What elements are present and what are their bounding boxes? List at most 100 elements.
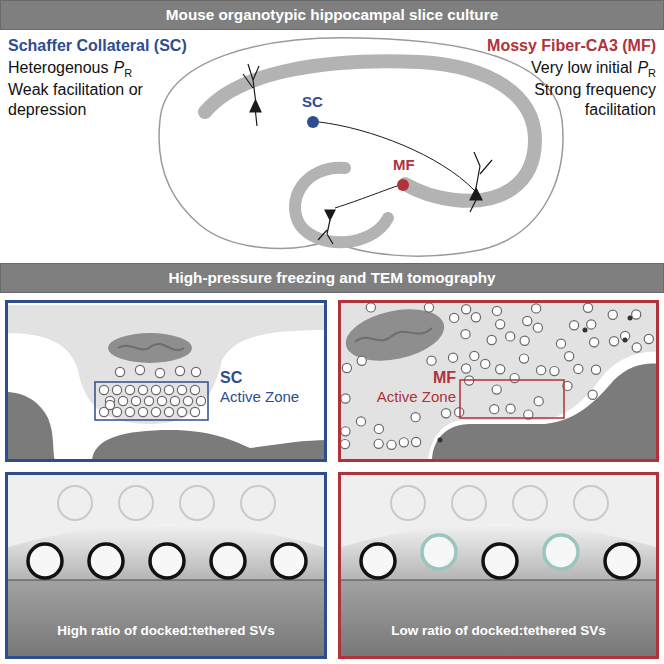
synaptic-vesicle (138, 407, 147, 416)
synaptic-vesicle (340, 440, 349, 449)
synaptic-vesicle (190, 407, 199, 416)
synaptic-vesicle (450, 313, 459, 322)
distal-vesicle (58, 486, 92, 520)
synaptic-vesicle (190, 385, 199, 394)
synaptic-vesicle (590, 338, 599, 347)
synaptic-vesicle (506, 332, 515, 341)
synaptic-vesicle (170, 396, 179, 405)
dense-core-vesicle (628, 316, 633, 321)
panel-heading: MF (433, 369, 456, 387)
synaptic-vesicle (374, 439, 383, 448)
synaptic-vesicle (487, 335, 496, 344)
hippocampus-slice (159, 38, 563, 256)
synaptic-vesicle (533, 323, 542, 332)
synaptic-vesicle (125, 407, 134, 416)
synaptic-vesicle (520, 336, 529, 345)
section-header: Mouse organotypic hippocampal slice cult… (0, 0, 664, 30)
synaptic-vesicle (155, 368, 164, 377)
synaptic-vesicle (536, 366, 545, 375)
distal-vesicle (574, 486, 608, 520)
synaptic-vesicle (532, 304, 541, 313)
synaptic-vesicle (366, 303, 375, 312)
docked-vesicle (272, 544, 306, 578)
docked-vesicle (605, 544, 639, 578)
text-line: Strong frequency facilitation (506, 80, 656, 120)
synaptic-vesicle (470, 351, 479, 360)
synaptic-vesicle (118, 396, 127, 405)
synaptic-vesicle (471, 313, 480, 322)
dense-core-vesicle (438, 438, 443, 443)
text-line: MF (393, 155, 415, 175)
synaptic-vesicle (112, 385, 121, 394)
synaptic-vesicle (399, 438, 408, 447)
dense-core-vesicle (623, 338, 628, 343)
pathway-label: MF (393, 156, 415, 173)
synaptic-vesicle (496, 365, 505, 374)
annotation: Strong frequency facilitation (534, 81, 656, 118)
synaptic-vesicle (455, 408, 464, 417)
annotation: Very low initial (531, 59, 632, 76)
synaptic-vesicle (99, 385, 108, 394)
synaptic-vesicle (151, 385, 160, 394)
panel-text: High ratio of docked:tethered SVs (8, 623, 324, 638)
synaptic-vesicle (588, 390, 597, 399)
docked-vesicle (211, 544, 245, 578)
sc-active-zone-panel: SCActive Zone (5, 300, 327, 462)
synaptic-vesicle (157, 396, 166, 405)
panel-text: Active Zone (220, 388, 299, 405)
panel-text: Low ratio of docked:tethered SVs (341, 623, 656, 638)
synaptic-vesicle (164, 385, 173, 394)
synaptic-vesicle (461, 364, 470, 373)
synaptic-vesicle (191, 367, 200, 376)
tethered-vesicle (422, 535, 456, 569)
text-line: Mossy Fiber-CA3 (MF) (487, 36, 656, 56)
sc-zoom (5, 472, 327, 659)
docked-vesicle (150, 544, 184, 578)
synaptic-vesicle (341, 427, 350, 436)
distal-vesicle (391, 486, 425, 520)
mf-active-zone-panel: MFActive Zone (338, 300, 659, 462)
synaptic-vesicle (105, 400, 114, 409)
mf-bouton (338, 300, 659, 462)
synaptic-vesicle (587, 320, 596, 329)
section-header: High-pressure freezing and TEM tomograph… (0, 263, 664, 293)
synaptic-vesicle (411, 413, 420, 422)
synaptic-vesicle (374, 424, 383, 433)
synaptic-vesicle (510, 373, 519, 382)
tethered-vesicle (544, 535, 578, 569)
synaptic-vesicle (523, 316, 532, 325)
annotation: Schaffer Collateral (SC) (8, 37, 187, 54)
synaptic-vesicle (556, 339, 565, 348)
synaptic-vesicle (175, 366, 184, 375)
distal-vesicle (241, 486, 275, 520)
synaptic-vesicle (632, 343, 641, 352)
panel-text: Active Zone (377, 388, 456, 405)
text-line: HeterogenousPR (8, 58, 132, 83)
text-line: Schaffer Collateral (SC) (8, 36, 187, 56)
text-line: Very low initialPR (531, 58, 656, 83)
panel-text: High-pressure freezing and TEM tomograph… (1, 269, 663, 287)
synaptic-vesicle (125, 385, 134, 394)
synaptic-vesicle (583, 303, 592, 312)
synaptic-vesicle (609, 337, 618, 346)
synaptic-vesicle (461, 330, 470, 339)
synaptic-vesicle (424, 303, 433, 312)
distal-vesicle (513, 486, 547, 520)
docked-vesicle (483, 544, 517, 578)
synaptic-vesicle (164, 407, 173, 416)
synaptic-vesicle (412, 437, 421, 446)
annotation: Heterogenous (8, 59, 109, 76)
sc-vesicle-panel: High ratio of docked:tethered SVs (5, 472, 327, 659)
synaptic-vesicle (183, 396, 192, 405)
text-line: SC (302, 92, 323, 112)
docked-vesicle (89, 544, 123, 578)
synaptic-vesicle (342, 363, 351, 372)
synaptic-vesicle (177, 407, 186, 416)
docked-vesicle (361, 544, 395, 578)
docked-vesicle (28, 544, 62, 578)
annotation: Weak facilitation or depression (8, 81, 143, 118)
annotation: P (114, 59, 125, 76)
synaptic-vesicle (115, 367, 124, 376)
synaptic-vesicle (565, 352, 574, 361)
